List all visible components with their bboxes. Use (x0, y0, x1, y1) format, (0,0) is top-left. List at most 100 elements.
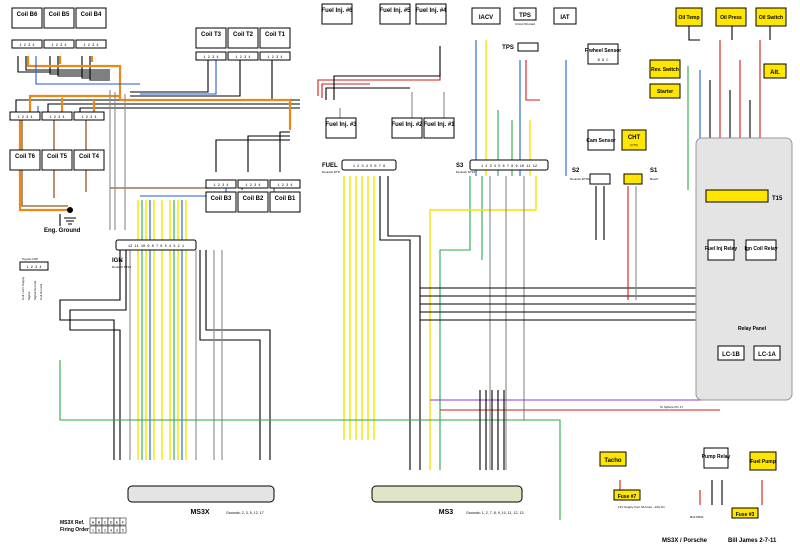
ref-cell-label: 5 (122, 529, 124, 533)
svg-text:Relay Panel: Relay Panel (738, 326, 767, 332)
coil-b3: 1 2 3 4 Coil B3 (205, 179, 237, 213)
svg-text:Bosch: Bosch (650, 177, 659, 181)
s1-connector: S1 Bosch (623, 168, 659, 185)
starter: Starter (649, 83, 681, 99)
svg-text:Eng. Ground: Eng. Ground (44, 228, 81, 234)
relay-code: B4170201 (690, 515, 704, 519)
svg-text:Cam Sensor: Cam Sensor (586, 138, 615, 144)
svg-text:S1: S1 (650, 168, 658, 174)
ref-cell-label: E (116, 521, 119, 525)
iacv: IACV (471, 7, 501, 25)
toyota-cop: Toyota COP 1 2 3 4 Coil +12V Supply Sign… (19, 257, 49, 300)
svg-text:Rev. Switch: Rev. Switch (651, 67, 679, 73)
svg-text:IAT: IAT (560, 15, 570, 21)
coil-b4: Coil B4 1 2 3 4 (75, 7, 107, 49)
diagram-title: MS3X / Porsche (662, 538, 708, 544)
svg-text:Starter: Starter (657, 89, 673, 95)
svg-text:1 2 3 4: 1 2 3 4 (213, 184, 228, 188)
svg-text:Deutsch DT12: Deutsch DT12 (112, 265, 132, 269)
alternator: Alt. (763, 63, 787, 79)
svg-text:Grounds: 2, 3, 5, 12, 17: Grounds: 2, 3, 5, 12, 17 (226, 511, 264, 515)
svg-text:Deutsch DT8: Deutsch DT8 (322, 170, 340, 174)
wire-harness (15, 20, 771, 520)
ref-cell-label: B (98, 521, 101, 525)
coil-t2: Coil T2 1 2 3 4 (227, 27, 259, 61)
fuel-inj-3: Fuel Inj. #3 (325, 117, 357, 139)
oil-switch: Oil Switch (755, 7, 787, 27)
svg-text:Coil T1: Coil T1 (265, 32, 286, 38)
coil-b1: 1 2 3 4 Coil B1 (269, 179, 301, 213)
svg-text:Signal: Signal (27, 291, 31, 300)
svg-text:TPS: TPS (502, 45, 514, 51)
svg-text:Fuel Inj. #2: Fuel Inj. #2 (391, 122, 423, 128)
coil-t6: 1 2 3 4 Coil T6 (9, 111, 41, 171)
rev-switch: Rev. Switch (649, 59, 681, 79)
coil-b2: 1 2 3 4 Coil B2 (237, 179, 269, 213)
svg-text:F'wheel Sensor: F'wheel Sensor (585, 48, 622, 54)
svg-text:Oil Switch: Oil Switch (759, 15, 783, 21)
svg-text:Fuel Inj. #6: Fuel Inj. #6 (321, 8, 353, 14)
svg-text:Coil B1: Coil B1 (275, 196, 296, 202)
fuel-inj-1: Fuel Inj. #1 (423, 117, 455, 139)
svg-text:Grounds: 1, 2, 7, 8, 9, 10, 11: Grounds: 1, 2, 7, 8, 9, 10, 11, 12, 13 (466, 511, 523, 515)
svg-text:1 2 3 4: 1 2 3 4 (277, 184, 292, 188)
svg-text:Pump Relay: Pump Relay (702, 454, 731, 460)
ref-cell (119, 525, 127, 534)
svg-text:Tacho: Tacho (604, 458, 622, 464)
svg-text:1 2 3 4: 1 2 3 4 (49, 116, 64, 120)
ref-cell-label: 1 (92, 529, 94, 533)
svg-text:12V Supply from 5A Fuse - 10A: 12V Supply from 5A Fuse - 10A On (618, 505, 665, 509)
svg-text:Toyota COP: Toyota COP (22, 257, 38, 261)
coil-t3: Coil T3 1 2 3 4 (195, 27, 227, 61)
svg-text:Coil B3: Coil B3 (211, 196, 232, 202)
svg-text:1 2 3 4: 1 2 3 4 (267, 56, 282, 60)
coil-t1: Coil T1 1 2 3 4 (259, 27, 291, 61)
svg-text:Fuel Inj. #3: Fuel Inj. #3 (325, 122, 357, 128)
svg-text:Coil +12V Supply: Coil +12V Supply (21, 276, 25, 300)
svg-text:Fuel Inj Relay: Fuel Inj Relay (705, 246, 737, 252)
oil-temp: Oil Temp (675, 7, 703, 27)
fuel-inj-6: Fuel Inj. #6 (321, 3, 353, 25)
svg-text:Circuit Shorted: Circuit Shorted (515, 22, 535, 26)
tachout-note: To Sphere Pin 17 (660, 405, 683, 409)
svg-text:1 2 3 4: 1 2 3 4 (235, 56, 250, 60)
ref-cell-label: 2 (104, 529, 106, 533)
svg-text:CHT: CHT (628, 135, 641, 141)
svg-text:Coil B4: Coil B4 (81, 12, 102, 18)
svg-text:B A C: B A C (598, 59, 609, 63)
svg-text:Fuel Inj. #4: Fuel Inj. #4 (415, 8, 447, 14)
coil-b5: Coil B5 1 2 3 4 (43, 7, 75, 49)
svg-text:Coil T3: Coil T3 (201, 32, 222, 38)
ref-cell-label: C (104, 521, 107, 525)
tacho: Tacho (599, 451, 627, 467)
svg-text:MS3X Ref.: MS3X Ref. (60, 520, 85, 526)
s3-connector: S3 Deutsch DT12 1 2 3 4 5 6 7 8 9 10 11 … (456, 159, 549, 174)
s2-connector: S2 Deutsch DT6S3 (570, 168, 611, 185)
svg-text:1 2 3 4: 1 2 3 4 (26, 266, 41, 270)
ref-cell-label: A (92, 521, 95, 525)
coil-t4: 1 2 3 4 Coil T4 (73, 111, 105, 171)
svg-text:Alt.: Alt. (770, 70, 780, 76)
svg-text:S3: S3 (456, 163, 464, 169)
coil-t5: 1 2 3 4 Coil T5 (41, 111, 73, 171)
pump-relay: Pump Relay (702, 447, 731, 469)
ref-cell-label: 6 (98, 529, 100, 533)
flywheel-sensor: F'wheel Sensor B A C (585, 43, 622, 65)
svg-text:1 2 3 4: 1 2 3 4 (203, 56, 218, 60)
ign-connector: 12 11 10 9 8 7 6 5 4 3 2 1 IGN Deutsch D… (112, 239, 197, 269)
svg-text:Coil T2: Coil T2 (233, 32, 254, 38)
ref-cell-label: 4 (110, 529, 112, 533)
oil-press: Oil Press (715, 7, 747, 27)
tps: TPS Circuit Shorted TPS (502, 7, 539, 52)
diagram-author: Bill James 2-7-11 (728, 538, 777, 544)
svg-text:1 2 3 4 5 6 7 8: 1 2 3 4 5 6 7 8 (353, 165, 385, 169)
svg-text:1 2 3 4: 1 2 3 4 (81, 116, 96, 120)
svg-text:1 2 3 4: 1 2 3 4 (245, 184, 260, 188)
svg-text:LC-1A: LC-1A (758, 352, 776, 358)
svg-text:Fuel Inj. #1: Fuel Inj. #1 (423, 122, 455, 128)
svg-text:MS3X: MS3X (190, 509, 209, 516)
svg-text:1 2 3 4: 1 2 3 4 (17, 116, 32, 120)
svg-text:1 2 3 4 5 6 7 8 9 10 11 12: 1 2 3 4 5 6 7 8 9 10 11 12 (481, 165, 537, 169)
svg-text:TPS: TPS (519, 13, 531, 19)
